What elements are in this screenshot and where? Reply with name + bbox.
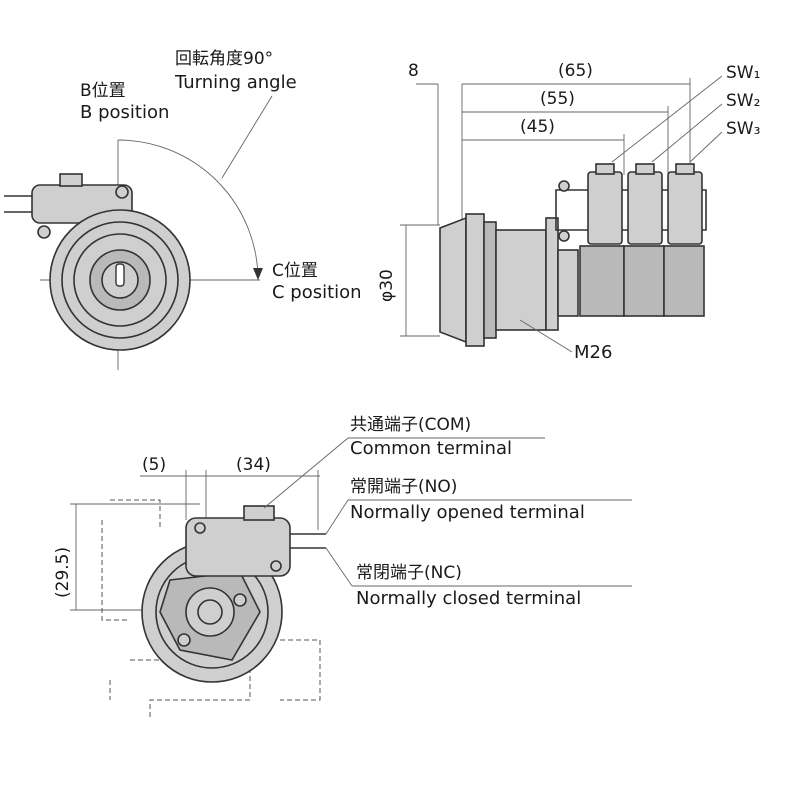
label-sw2: SW₂: [726, 91, 760, 111]
label-sw1: SW₁: [726, 63, 760, 83]
cam-hub: [185, 587, 235, 637]
keyway: [115, 263, 125, 287]
turning-angle-en: Turning angle: [174, 72, 297, 93]
b-position-jp: B位置: [80, 81, 126, 101]
b-position-en: B position: [80, 102, 169, 123]
front-view-lock: [4, 95, 273, 370]
lock-flange: [465, 213, 485, 347]
com-terminal-en: Common terminal: [350, 438, 512, 459]
panel-outline: [101, 499, 321, 720]
lock-barrel: [495, 229, 547, 331]
micro-switch: [185, 517, 291, 577]
cam-housing-1: [579, 245, 625, 317]
switch-actuator: [59, 173, 83, 187]
switch-sw1: [587, 171, 623, 245]
side-view-lock: [400, 75, 723, 353]
switch-sw2: [627, 171, 663, 245]
no-terminal-en: Normally opened terminal: [350, 502, 585, 523]
c-position-jp: C位置: [272, 261, 318, 281]
switch-sw3: [667, 171, 703, 245]
nc-terminal-jp: 常閉端子(NC): [356, 563, 462, 583]
dim-45: (45): [520, 117, 555, 137]
c-position-en: C position: [272, 282, 362, 303]
dim-29-5: (29.5): [53, 547, 73, 598]
dim-8: 8: [408, 61, 419, 81]
cam-housing-2: [623, 245, 665, 317]
no-terminal-jp: 常開端子(NO): [350, 477, 457, 497]
nc-terminal-en: Normally closed terminal: [356, 588, 581, 609]
dim-65: (65): [558, 61, 593, 81]
mounting-nut: [545, 217, 559, 331]
dim-55: (55): [540, 89, 575, 109]
dim-phi30: φ30: [377, 269, 397, 302]
dim-5: (5): [142, 455, 166, 475]
dim-34: (34): [236, 455, 271, 475]
turning-angle-jp: 回転角度90°: [175, 49, 273, 69]
com-terminal-jp: 共通端子(COM): [350, 415, 471, 435]
lock-face: [439, 216, 467, 344]
rear-view-lock: [70, 437, 632, 720]
label-sw3: SW₃: [726, 119, 760, 139]
turning-angle-arc: [117, 139, 259, 281]
switch-lever: [243, 505, 275, 521]
thread-m26: M26: [574, 342, 612, 363]
cam-housing-3: [663, 245, 705, 317]
